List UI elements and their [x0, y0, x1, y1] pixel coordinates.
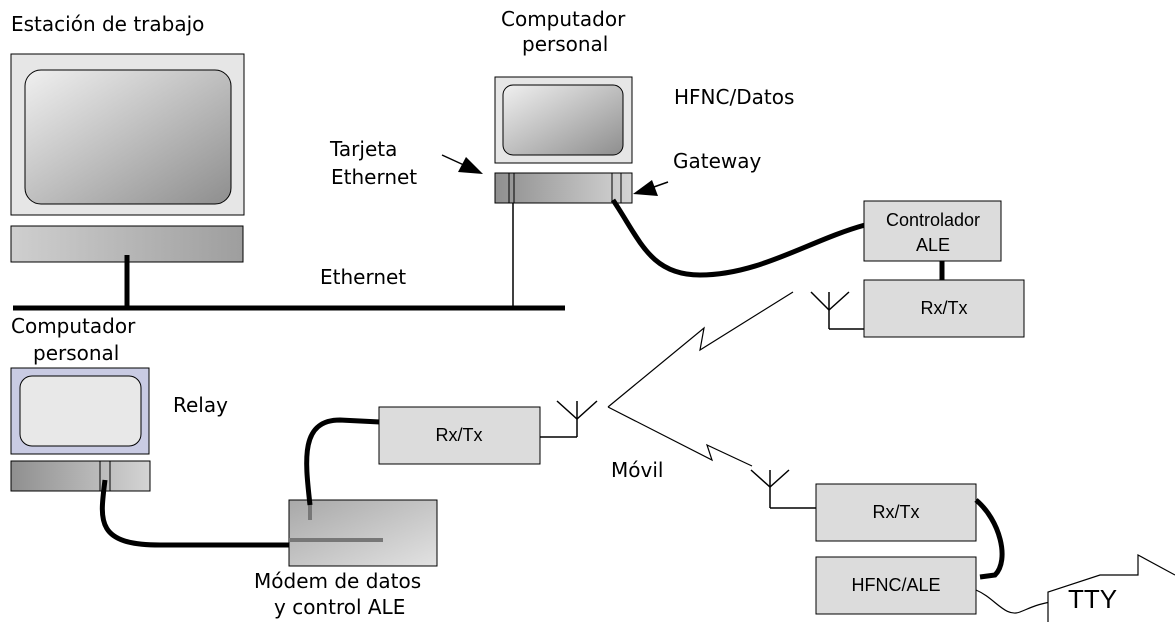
- rxtx-hfnc-cable: [974, 498, 1005, 580]
- hfnc-datos-label: HFNC/Datos: [674, 85, 794, 109]
- modem-box: [288, 499, 438, 567]
- modem-rxtx-cable: [304, 417, 381, 506]
- rxtx-bottom-box: [815, 483, 977, 542]
- hfnc-ale-label: HFNC/ALE: [851, 575, 940, 595]
- rxtx-mid-box: [378, 406, 541, 465]
- antenna-mid: [540, 400, 598, 438]
- rxtx-top-label: Rx/Tx: [921, 298, 968, 318]
- workstation-label: Estación de trabajo: [11, 12, 204, 36]
- rxtx-top-box: [863, 279, 1025, 338]
- antenna-bottom: [750, 469, 817, 509]
- radio-link-bottom: [607, 406, 753, 467]
- gateway-computer: [494, 76, 633, 308]
- movil-label: Móvil: [611, 458, 663, 482]
- gateway-base: [494, 172, 633, 204]
- rxtx-mid-label: Rx/Tx: [436, 425, 483, 445]
- tarjeta-label-line2: Ethernet: [331, 165, 417, 189]
- relay-screen: [19, 375, 142, 447]
- radio-link-top: [607, 291, 794, 408]
- hfnc-tty-cable: [975, 589, 1051, 614]
- pc-top-label-line2: personal: [522, 32, 608, 56]
- tty-label: TTY: [1068, 584, 1117, 614]
- gateway-label: Gateway: [673, 149, 762, 173]
- relay-base: [10, 460, 151, 492]
- relay-modem-cable: [99, 479, 290, 548]
- modem-label-line1: Módem de datos: [254, 569, 421, 593]
- ethernet-label: Ethernet: [320, 265, 406, 289]
- controller-ale-box: [863, 200, 1002, 262]
- tty-terminal: [1047, 553, 1175, 622]
- workstation: [10, 53, 245, 306]
- gateway-arrow: [633, 180, 669, 196]
- controller-label-line2: ALE: [916, 235, 950, 255]
- rxtx-bottom-label: Rx/Tx: [873, 502, 920, 522]
- pc-left-label-line2: personal: [33, 341, 119, 365]
- gateway-screen: [502, 84, 624, 156]
- workstation-screen: [24, 69, 232, 205]
- pc-left-label-line1: Computador: [11, 314, 136, 338]
- pc-top-label-line1: Computador: [501, 7, 626, 31]
- modem-label-line2: y control ALE: [274, 595, 405, 619]
- controller-label-line1: Controlador: [886, 210, 980, 230]
- tarjeta-arrow: [441, 154, 483, 174]
- tarjeta-label-line1: Tarjeta: [329, 137, 397, 161]
- antenna-top: [810, 291, 864, 330]
- gateway-controller-cable: [610, 198, 866, 278]
- hfnc-ale-box: [815, 556, 977, 615]
- relay-label: Relay: [173, 393, 228, 417]
- relay-computer: [10, 367, 151, 492]
